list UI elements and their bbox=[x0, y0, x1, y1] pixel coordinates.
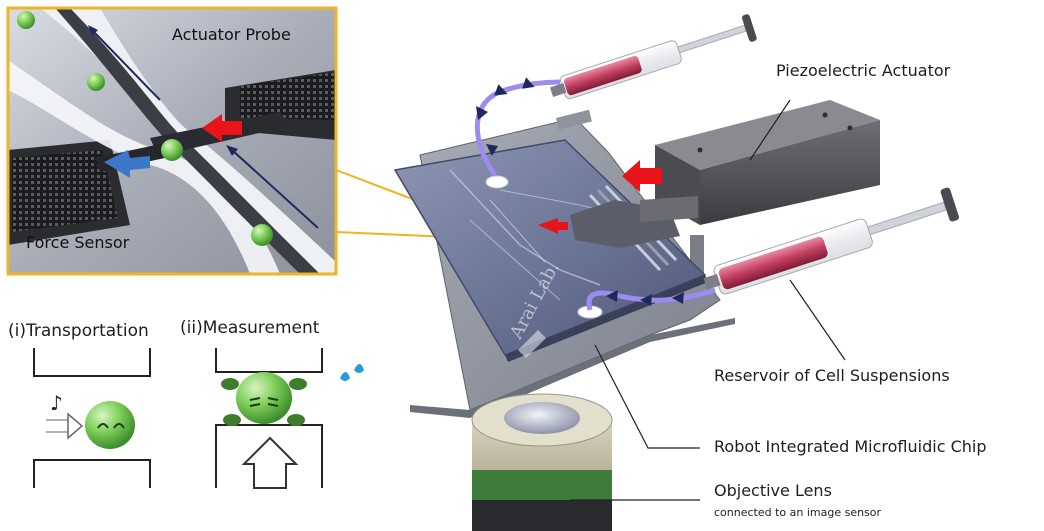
cell-strained-eyes bbox=[249, 397, 279, 407]
piezo-rod bbox=[640, 196, 698, 222]
mode-transportation-label: (i)Transportation bbox=[8, 321, 149, 341]
up-arrow-icon bbox=[241, 436, 299, 489]
inset-border bbox=[6, 6, 338, 276]
piezo-screw bbox=[822, 112, 828, 118]
flow-arrow bbox=[494, 84, 508, 96]
chip-channel bbox=[489, 199, 546, 263]
piezo-front bbox=[700, 120, 880, 225]
leader-reservoir bbox=[789, 279, 846, 361]
channel-top-wall bbox=[33, 348, 151, 377]
comb-grid-upper bbox=[240, 72, 336, 120]
chip-red-arrow bbox=[538, 218, 568, 234]
measurement-illustration bbox=[215, 348, 364, 489]
comb-grid-lower bbox=[12, 150, 118, 232]
piezoelectric-actuator bbox=[622, 100, 880, 225]
channel-bottom-wall bbox=[215, 424, 323, 488]
transportation-illustration: ♪ bbox=[33, 348, 151, 488]
probe-push-arrow bbox=[202, 114, 242, 142]
syringe-top bbox=[474, 14, 757, 177]
chip-logo-mark bbox=[518, 330, 546, 358]
sweat-drops-icon bbox=[340, 364, 364, 381]
syringe-fluid bbox=[564, 55, 642, 96]
flow-arrow bbox=[640, 294, 652, 306]
leader-chip bbox=[594, 344, 700, 449]
chip-channel bbox=[449, 169, 601, 286]
cell bbox=[251, 224, 273, 246]
flow-arrow bbox=[476, 106, 488, 120]
chip-stage: Arai Lab. bbox=[393, 109, 735, 418]
plunger-cap bbox=[940, 187, 960, 222]
cell-arm bbox=[223, 414, 241, 426]
piezo-push-arrow bbox=[622, 160, 662, 192]
label-objective-lens-sub: connected to an image sensor bbox=[714, 506, 882, 519]
sensor-force-arrow bbox=[104, 150, 150, 178]
force-sensor-label: Force Sensor bbox=[26, 233, 130, 252]
music-note-icon: ♪ bbox=[50, 391, 63, 415]
piezo-screw bbox=[697, 147, 703, 153]
lens-glass bbox=[504, 402, 580, 434]
syringe-tip bbox=[703, 273, 721, 290]
cell-trapped bbox=[161, 139, 183, 161]
channel-top-wall bbox=[215, 348, 323, 373]
lens-dark-band bbox=[472, 500, 612, 531]
flow-arrow bbox=[486, 144, 498, 156]
syringe-plunger bbox=[867, 201, 947, 236]
syringe-tip bbox=[549, 83, 567, 98]
flow-arrow bbox=[522, 77, 535, 89]
label-microfluidic-chip: Robot Integrated Microfluidic Chip bbox=[714, 437, 987, 456]
plate-notch bbox=[556, 109, 592, 130]
cell bbox=[87, 73, 105, 91]
flow-arrow-up bbox=[91, 29, 161, 101]
flow-arrows-top bbox=[476, 77, 535, 156]
cell-arm bbox=[221, 378, 239, 390]
channel-wall-2 bbox=[8, 60, 280, 274]
tube-bottom bbox=[586, 287, 716, 311]
cell-arm bbox=[287, 414, 305, 426]
motion-lines bbox=[46, 419, 70, 433]
leader-piezo bbox=[749, 99, 791, 161]
syringe-fluid bbox=[718, 236, 828, 290]
lens-green-band bbox=[472, 470, 612, 500]
inlet-hole bbox=[485, 175, 509, 189]
chip-channel bbox=[469, 219, 561, 301]
cell-eyes bbox=[97, 423, 125, 429]
channel-bottom-wall bbox=[33, 459, 151, 488]
flow-arrows-bottom bbox=[606, 290, 684, 306]
piezo-top bbox=[655, 100, 880, 170]
syringe-bottom bbox=[586, 187, 960, 311]
actuator-probe-label: Actuator Probe bbox=[172, 25, 291, 44]
flow-arrow-in bbox=[231, 149, 319, 229]
flow-arrow bbox=[672, 292, 684, 304]
cell bbox=[17, 11, 35, 29]
label-objective-lens: Objective Lens bbox=[714, 481, 832, 500]
base-plate-edge bbox=[410, 318, 735, 418]
piezo-screw bbox=[847, 125, 853, 131]
plunger-cap bbox=[741, 14, 757, 42]
cell-arm bbox=[289, 378, 307, 390]
motion-arrow-icon bbox=[67, 412, 84, 440]
label-piezoelectric-actuator: Piezoelectric Actuator bbox=[776, 61, 951, 80]
squeezed-cell bbox=[236, 372, 292, 424]
happy-cell bbox=[85, 401, 135, 449]
inset-zoom-view: Actuator Probe Force Sensor bbox=[6, 6, 338, 276]
microchannel bbox=[55, 8, 320, 274]
chip-edge bbox=[505, 275, 708, 362]
syringe-plunger bbox=[677, 24, 747, 54]
label-reservoir: Reservoir of Cell Suspensions bbox=[714, 366, 950, 385]
flow-arrow-head-2 bbox=[226, 145, 238, 156]
flow-arrow-head bbox=[88, 25, 98, 36]
objective-lens bbox=[471, 393, 613, 531]
flow-arrow bbox=[606, 290, 618, 302]
mode-measurement-label: (ii)Measurement bbox=[180, 318, 320, 338]
